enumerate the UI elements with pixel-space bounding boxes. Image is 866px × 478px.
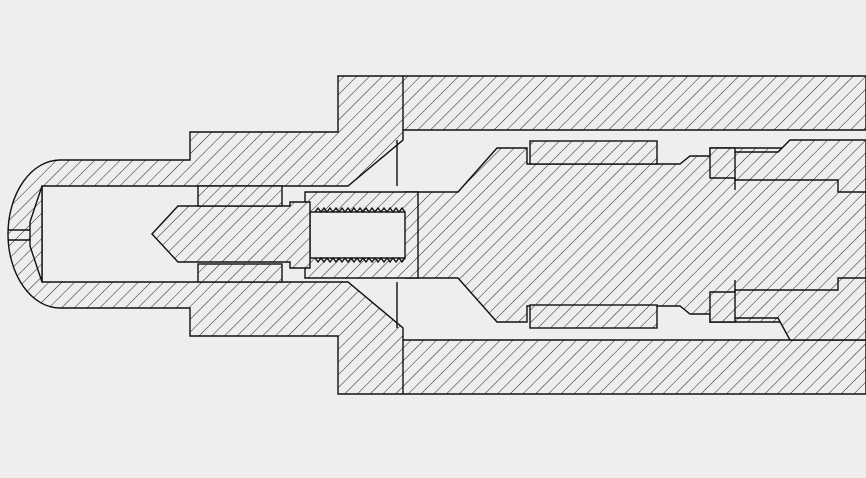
coupler-bore	[309, 211, 406, 259]
spindle	[404, 147, 866, 323]
housing	[7, 75, 866, 395]
thread-top	[314, 206, 406, 214]
thread-bottom	[314, 256, 406, 264]
nozzle-tip	[29, 185, 43, 283]
threaded-bolt	[151, 201, 311, 269]
upper-bushing	[529, 140, 658, 165]
upper-nut	[197, 185, 283, 207]
lower-bushing	[529, 304, 658, 329]
lower-nut	[197, 263, 283, 283]
